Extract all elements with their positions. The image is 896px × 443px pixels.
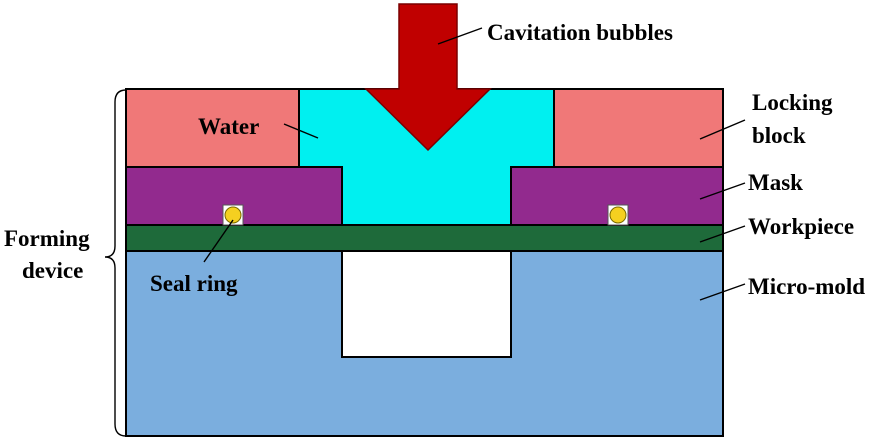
- leader-micro-mold: [699, 283, 746, 301]
- forming-device-brace: [104, 89, 127, 437]
- leader-cavitation: [437, 27, 483, 45]
- label-workpiece: Workpiece: [748, 214, 854, 239]
- label-cavitation-bubbles: Cavitation bubbles: [487, 20, 673, 45]
- seal-ring-left: [224, 206, 242, 224]
- label-mask: Mask: [748, 170, 803, 195]
- mold-cavity: [341, 250, 512, 358]
- leader-locking-block: [699, 119, 746, 140]
- cavitation-arrow: [364, 3, 492, 152]
- seal-ring-right: [609, 206, 627, 224]
- label-seal-ring: Seal ring: [150, 271, 238, 296]
- leader-mask: [699, 182, 746, 200]
- leader-seal-ring: [203, 219, 234, 263]
- label-micro-mold: Micro-mold: [748, 274, 865, 299]
- leader-water: [283, 123, 319, 139]
- label-forming-device-line2: device: [22, 258, 83, 283]
- workpiece-sheet: [125, 224, 724, 252]
- label-forming-device-line1: Forming: [4, 226, 90, 251]
- label-water: Water: [198, 114, 259, 139]
- leader-workpiece: [699, 225, 746, 243]
- locking-block-left: [125, 88, 300, 168]
- locking-block-right: [553, 88, 724, 168]
- label-locking-block-line1: Locking: [752, 90, 833, 115]
- label-locking-block-line2: block: [752, 123, 806, 148]
